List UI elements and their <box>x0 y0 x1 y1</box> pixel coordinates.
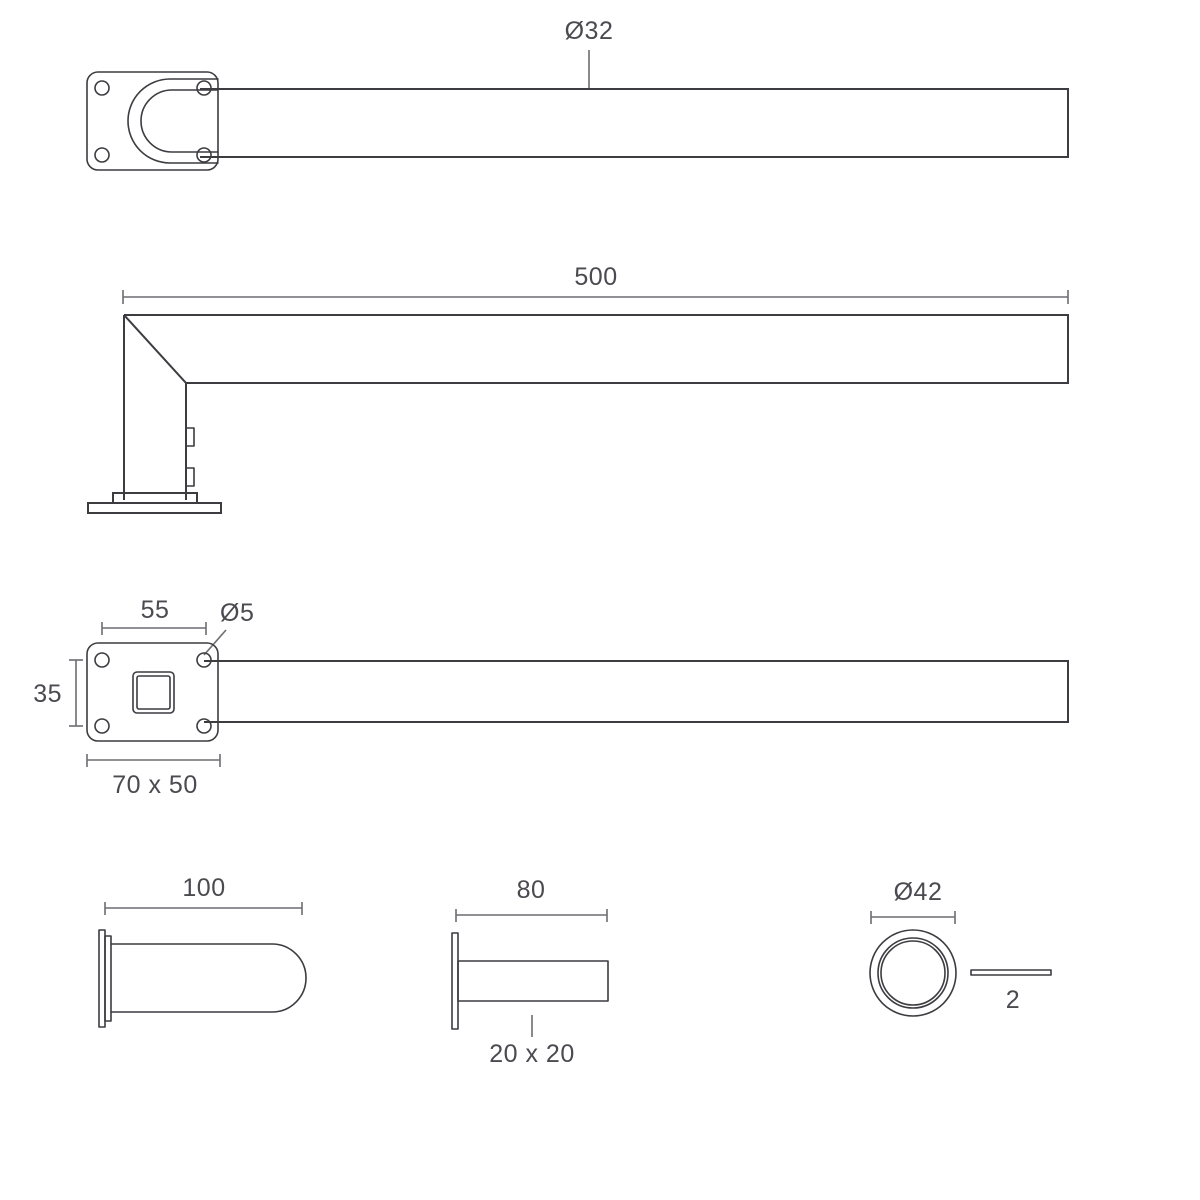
front-view-bar-body <box>204 660 1069 723</box>
side-view-tab-lower <box>185 467 195 487</box>
view-front: 55 Ø5 35 70 x 50 <box>33 596 1069 799</box>
view-detail-round: 100 <box>98 874 307 1028</box>
detail-ring-outer-circle <box>869 929 957 1017</box>
view-detail-ring: Ø42 2 <box>869 878 1052 1017</box>
dim-len500-label: 500 <box>574 263 617 291</box>
detail-ring-middle-circle <box>877 937 949 1009</box>
top-view-tube-outer-arc <box>127 78 219 164</box>
dim-sec20x20-label: 20 x 20 <box>489 1040 575 1068</box>
front-view-mounting-plate <box>86 642 219 742</box>
side-view-tab-upper <box>185 427 195 447</box>
front-view-hole-bottom-right <box>196 718 212 734</box>
dim-len100-label: 100 <box>182 874 225 902</box>
top-view-hole-bottom-left <box>94 147 110 163</box>
front-view-hole-top-left <box>94 652 110 668</box>
top-view-hole-bottom-right <box>196 147 212 163</box>
top-view-bar-body <box>200 88 1069 158</box>
detail-round-wall-plate-backing <box>104 935 112 1022</box>
dim-dia5-leader <box>203 629 227 656</box>
dim-w55-label: 55 <box>141 596 170 624</box>
side-view-base-plate-outer <box>87 502 222 514</box>
detail-square-wall-plate <box>451 932 459 1030</box>
dim-len80-label: 80 <box>517 876 546 904</box>
view-top: Ø32 <box>86 17 1069 171</box>
front-view-hole-bottom-left <box>94 718 110 734</box>
dim-dia42-label: Ø42 <box>894 878 943 906</box>
dim-h35-label: 35 <box>33 680 62 708</box>
front-view-square-boss-outer <box>132 671 175 714</box>
top-view-tube-inner-arc <box>140 89 219 153</box>
detail-square-tube-body <box>457 960 609 1002</box>
detail-round-wall-plate <box>98 929 106 1028</box>
side-view-gusset-diagonal <box>123 314 187 384</box>
dim-plate70x50-label: 70 x 50 <box>112 771 198 799</box>
top-view-mounting-plate <box>86 71 219 171</box>
detail-ring-inner-circle <box>880 940 946 1006</box>
view-side: 500 <box>87 263 1069 514</box>
view-detail-square: 80 20 x 20 <box>451 876 609 1068</box>
dim-dia5-label: Ø5 <box>220 599 254 627</box>
detail-ring-flat-plate <box>970 969 1052 976</box>
front-view-square-boss-inner <box>136 675 171 710</box>
side-view-bar-body <box>124 314 1069 384</box>
dim-dia32-label: Ø32 <box>565 17 614 45</box>
detail-round-tube-body <box>110 943 307 1013</box>
side-view-base-plate-inner <box>112 492 198 504</box>
dim-thk2-label: 2 <box>1006 986 1020 1014</box>
top-view-hole-top-left <box>94 80 110 96</box>
